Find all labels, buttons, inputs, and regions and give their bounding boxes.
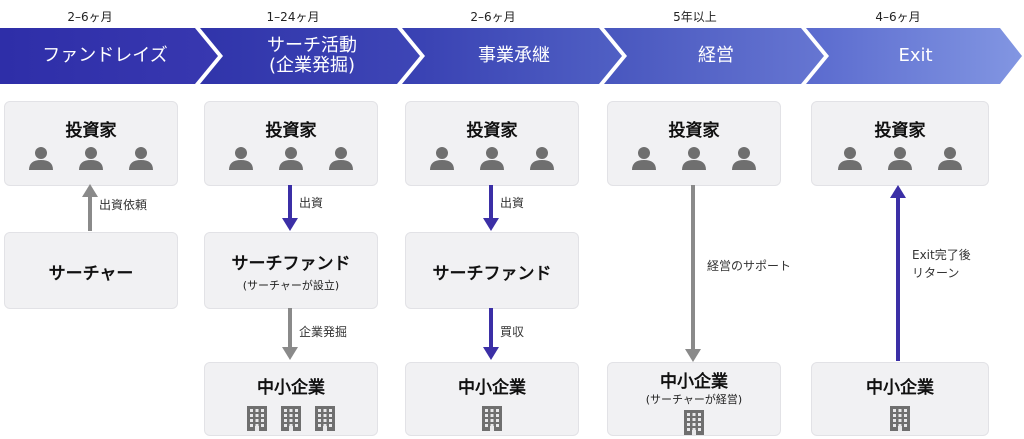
person-icon <box>477 146 507 174</box>
investor-box-3: 投資家 <box>405 101 579 186</box>
person-icon <box>226 146 256 174</box>
phase-title-3: 事業承継 <box>478 45 550 66</box>
sme-box-4: 中小企業 (サーチャーが経営) <box>607 362 781 436</box>
sme-sub: (サーチャーが経営) <box>645 393 743 406</box>
investor-label: 投資家 <box>265 121 317 141</box>
person-icon <box>629 146 659 174</box>
investor-people <box>5 146 177 174</box>
person-icon <box>679 146 709 174</box>
sme-buildings <box>608 409 780 439</box>
search-fund-box-2: サーチファンド <box>405 232 579 309</box>
phase-arrow-3 <box>402 28 622 84</box>
building-icon <box>246 405 268 435</box>
investor-people <box>205 146 377 174</box>
building-icon <box>889 405 911 435</box>
building-icon <box>314 405 336 435</box>
label-acquisition: 買収 <box>500 325 525 339</box>
label-investment-2: 出資 <box>299 196 324 210</box>
phase-arrow-5 <box>806 28 1022 84</box>
sme-box-5: 中小企業 <box>811 362 989 436</box>
phase-duration-5: 4–6ヶ月 <box>875 10 921 24</box>
building-icon <box>280 405 302 435</box>
searcher-title: サーチャー <box>48 264 134 284</box>
person-icon <box>835 146 865 174</box>
investor-box-1: 投資家 <box>4 101 178 186</box>
searcher-box: サーチャー <box>4 232 178 309</box>
investor-box-4: 投資家 <box>607 101 781 186</box>
person-icon <box>76 146 106 174</box>
investor-people <box>812 146 988 174</box>
label-investment-3: 出資 <box>500 196 525 210</box>
sme-title: 中小企業 <box>866 378 934 398</box>
label-support: 経営のサポート <box>707 259 792 273</box>
person-icon <box>276 146 306 174</box>
sme-title: 中小企業 <box>257 378 325 398</box>
sme-title: 中小企業 <box>458 378 526 398</box>
person-icon <box>885 146 915 174</box>
building-icon <box>481 405 503 435</box>
building-icon <box>683 409 705 439</box>
sme-buildings <box>406 405 578 435</box>
flow-arrow-support <box>685 185 701 362</box>
sme-box-2: 中小企業 <box>204 362 378 436</box>
sme-buildings <box>812 405 988 435</box>
person-icon <box>326 146 356 174</box>
person-icon <box>527 146 557 174</box>
investor-box-2: 投資家 <box>204 101 378 186</box>
person-icon <box>427 146 457 174</box>
person-icon <box>126 146 156 174</box>
flow-arrow-investment-2 <box>282 185 298 231</box>
phase-duration-3: 2–6ヶ月 <box>470 10 516 24</box>
flow-arrow-investment-3 <box>483 185 499 231</box>
person-icon <box>935 146 965 174</box>
person-icon <box>729 146 759 174</box>
person-icon <box>26 146 56 174</box>
search-fund-title: サーチファンド <box>231 254 351 274</box>
label-funding-request: 出資依頼 <box>99 198 148 212</box>
investor-box-5: 投資家 <box>811 101 989 186</box>
phase-title-2-line1: サーチ活動 <box>267 35 357 56</box>
investor-label: 投資家 <box>668 121 720 141</box>
phase-duration-1: 2–6ヶ月 <box>67 10 113 24</box>
phase-title-4: 経営 <box>698 45 734 66</box>
investor-people <box>406 146 578 174</box>
search-fund-box-1: サーチファンド (サーチャーが設立) <box>204 232 378 309</box>
flow-arrow-funding-request <box>82 184 98 231</box>
sme-title: 中小企業 <box>660 372 728 392</box>
label-return-line2: リターン <box>912 266 960 280</box>
flow-arrow-return <box>890 185 906 361</box>
investor-label: 投資家 <box>466 121 518 141</box>
search-fund-title: サーチファンド <box>432 264 552 284</box>
phase-arrow-2 <box>200 28 420 84</box>
phase-duration-4: 5年以上 <box>673 10 717 24</box>
label-return: Exit完了後 リターン <box>912 246 971 282</box>
phase-title-2: サーチ活動 (企業発掘) <box>222 36 402 76</box>
flow-arrow-acquisition <box>483 308 499 360</box>
investor-label: 投資家 <box>874 121 926 141</box>
label-return-line1: Exit完了後 <box>912 248 971 262</box>
phase-banner <box>0 28 1022 84</box>
flow-arrow-discovery <box>282 308 298 360</box>
investor-label: 投資家 <box>65 121 117 141</box>
investor-people <box>608 146 780 174</box>
phase-title-1: ファンドレイズ <box>42 45 168 66</box>
sme-box-3: 中小企業 <box>405 362 579 436</box>
phase-title-2-line2: (企業発掘) <box>268 55 356 76</box>
label-discovery: 企業発掘 <box>299 325 348 339</box>
phase-arrow-4 <box>604 28 824 84</box>
phase-title-5: Exit <box>898 45 933 66</box>
phase-arrow-1 <box>0 28 218 84</box>
phase-duration-2: 1–24ヶ月 <box>266 10 320 24</box>
sme-buildings <box>205 405 377 435</box>
search-fund-sub: (サーチャーが設立) <box>242 279 340 292</box>
